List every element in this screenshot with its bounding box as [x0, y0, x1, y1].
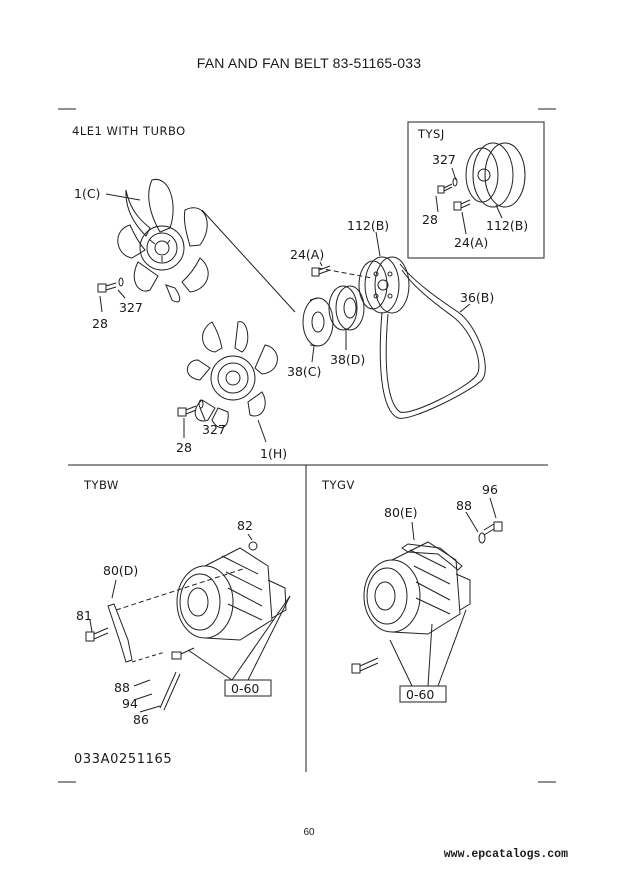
- section-label-tybw: TYBW: [84, 478, 119, 492]
- callout-tygv-bolt-96: 96: [482, 482, 498, 497]
- fan-1c-drawing: [117, 179, 209, 303]
- callout-washer-327-upper: 327: [119, 300, 143, 315]
- bolt-28-lower-drawing: [177, 399, 204, 417]
- callout-spacer-38c: 38(C): [287, 364, 322, 379]
- website-link[interactable]: www.epcatalogs.com: [443, 848, 568, 861]
- bolt-28-upper-drawing: [97, 277, 124, 293]
- section-label-main: 4LE1 WITH TURBO: [72, 124, 186, 138]
- callout-tybw-ref-060: 0-60: [231, 681, 260, 696]
- tybw-alternator-drawing: [176, 541, 287, 641]
- tygv-alternator-drawing: [363, 541, 471, 635]
- callout-tygv-washer-88: 88: [456, 498, 472, 513]
- callout-belt-36b: 36(B): [460, 290, 495, 305]
- callout-tysj-washer-327: 327: [432, 152, 456, 167]
- callout-tysj-bolt-24a: 24(A): [454, 235, 489, 250]
- assembly-axis-line: [201, 209, 296, 313]
- tygv-leaders: [389, 497, 497, 687]
- callout-tybw-bolt-81: 81: [76, 608, 92, 623]
- section-label-tysj: TYSJ: [418, 127, 445, 141]
- tysj-pulley-drawing: [437, 142, 526, 211]
- tybw-ref-box: [224, 679, 272, 697]
- tybw-bracket-80d-drawing: [85, 567, 247, 711]
- crop-marks: [58, 108, 556, 783]
- belt-36b-drawing: [379, 263, 486, 419]
- callout-washer-327-lower: 327: [202, 422, 226, 437]
- callout-tybw-bracket-80d: 80(D): [103, 563, 139, 578]
- callout-bolt-28-lower: 28: [176, 440, 192, 455]
- callout-pulley-112b: 112(B): [347, 218, 390, 233]
- callout-tybw-bolt-86: 86: [133, 712, 149, 727]
- callout-tybw-washer-94: 94: [122, 696, 138, 711]
- spacer-38d-drawing: [328, 285, 365, 331]
- callout-fan-1h: 1(H): [260, 446, 288, 461]
- page-number: 60: [303, 827, 315, 838]
- callout-tybw-washer-88: 88: [114, 680, 130, 695]
- tygv-bracket-80e-drawing: [351, 521, 503, 674]
- tygv-ref-box: [399, 685, 447, 703]
- callout-tygv-bracket-80e: 80(E): [384, 505, 418, 520]
- callout-spacer-38d: 38(D): [330, 352, 366, 367]
- leader-lines-tysj: [435, 167, 503, 235]
- section-label-tygv: TYGV: [322, 478, 355, 492]
- callout-tysj-bolt-28: 28: [422, 212, 438, 227]
- callout-bolt-24a: 24(A): [290, 247, 325, 262]
- callout-tybw-nut-82: 82: [237, 518, 253, 533]
- tybw-leaders: [89, 533, 291, 713]
- leader-lines-main: [99, 193, 471, 443]
- diagram-code: 033A0251165: [74, 752, 173, 767]
- pulley-112b-drawing: [358, 256, 410, 314]
- callout-tysj-pulley-112b: 112(B): [486, 218, 529, 233]
- callout-bolt-28-upper: 28: [92, 316, 108, 331]
- page-title: FAN AND FAN BELT 83-51165-033: [196, 55, 422, 71]
- callout-fan-1c: 1(C): [74, 186, 101, 201]
- callout-tygv-ref-060: 0-60: [406, 687, 435, 702]
- fan-1h-drawing: [186, 321, 278, 428]
- bolt-24a-drawing: [311, 265, 331, 277]
- spacer-38c-drawing: [302, 297, 334, 347]
- tysj-inset-box: [407, 121, 545, 259]
